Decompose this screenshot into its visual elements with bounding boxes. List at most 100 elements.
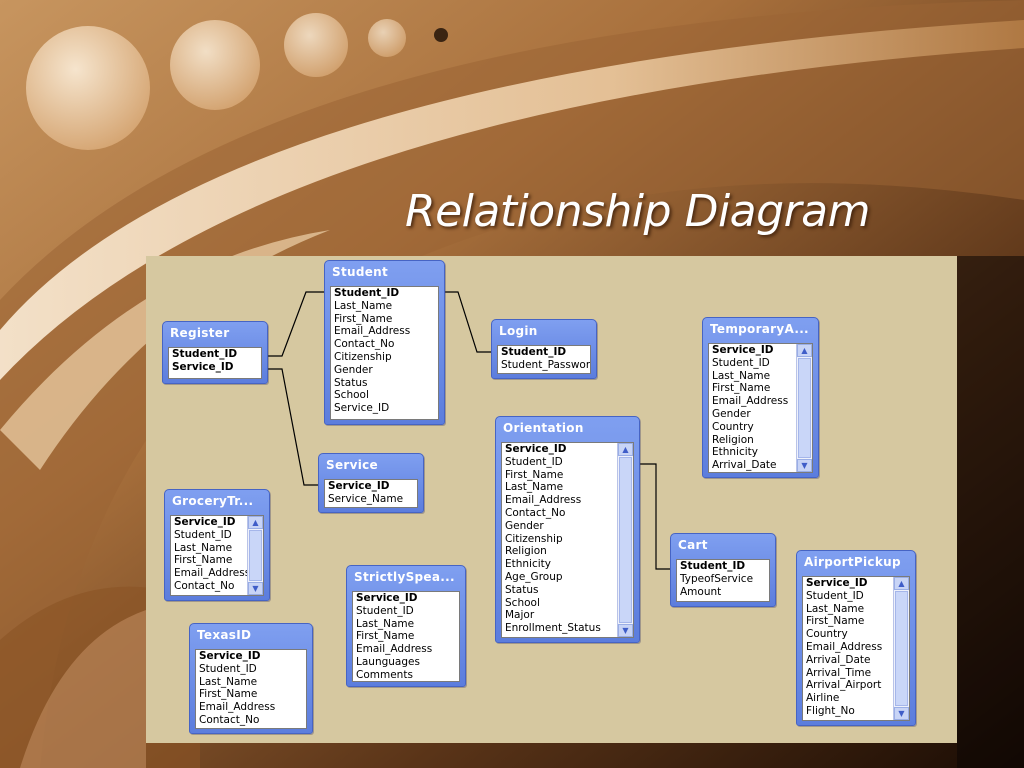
field-item[interactable]: Status: [505, 583, 539, 596]
field-item[interactable]: Student_ID: [712, 356, 770, 369]
scroll-down-icon[interactable]: ▼: [797, 459, 812, 472]
primary-key-field[interactable]: Service_ID: [505, 443, 567, 455]
field-item[interactable]: Last_Name: [199, 675, 258, 688]
primary-key-field[interactable]: Service_ID: [806, 577, 868, 589]
field-item[interactable]: Status: [334, 376, 368, 389]
field-item[interactable]: Student_Passwor: [501, 358, 590, 371]
field-item[interactable]: First_Name: [806, 615, 865, 628]
scroll-thumb[interactable]: [895, 591, 908, 706]
primary-key-field[interactable]: Service_ID: [712, 344, 774, 356]
field-item[interactable]: Last_Name: [356, 617, 415, 630]
field-item[interactable]: Contact_No: [334, 338, 395, 351]
field-item[interactable]: Ethnicity: [505, 558, 551, 571]
field-item[interactable]: Contact_No: [174, 579, 235, 592]
scroll-thumb[interactable]: [619, 457, 632, 623]
field-item[interactable]: Service_Name: [328, 492, 404, 505]
primary-key-field[interactable]: Student_ID: [501, 346, 567, 358]
field-item[interactable]: Student_ID: [806, 589, 864, 602]
scroll-down-icon[interactable]: ▼: [618, 624, 633, 637]
field-item[interactable]: Flight_No: [806, 704, 855, 717]
field-item[interactable]: Comments: [356, 668, 413, 681]
field-list-scrollbar[interactable]: ▲▼: [617, 443, 633, 637]
field-item[interactable]: Citizenship: [505, 532, 563, 545]
field-item[interactable]: Country: [806, 628, 848, 641]
field-item[interactable]: Amount: [680, 585, 722, 598]
field-item[interactable]: Arrival_Airport: [806, 679, 882, 692]
field-item[interactable]: School: [334, 389, 369, 402]
field-item[interactable]: Arrival_Date: [806, 653, 871, 666]
field-item[interactable]: First_Name: [505, 468, 564, 481]
field-item[interactable]: Gender: [712, 407, 751, 420]
field-item[interactable]: Launguages: [356, 655, 420, 668]
primary-key-field[interactable]: Student_ID: [680, 560, 746, 572]
field-item[interactable]: Email_Address: [806, 640, 883, 653]
field-item[interactable]: Student_ID: [505, 455, 563, 468]
field-item[interactable]: Student_ID: [174, 528, 232, 541]
field-item[interactable]: Gender: [505, 519, 544, 532]
primary-key-field[interactable]: Student_ID: [334, 287, 400, 299]
field-item[interactable]: Email_Address: [174, 567, 247, 580]
field-item[interactable]: Student_ID: [199, 662, 257, 675]
field-list-scrollbar[interactable]: ▲▼: [893, 577, 909, 720]
scroll-up-icon[interactable]: ▲: [797, 344, 812, 357]
field-item[interactable]: Email_Address: [334, 325, 411, 338]
field-item[interactable]: First_Name: [356, 630, 415, 643]
scroll-up-icon[interactable]: ▲: [618, 443, 633, 456]
field-item[interactable]: Major: [505, 609, 535, 622]
field-item[interactable]: Contact_No: [505, 506, 566, 519]
field-item[interactable]: Country: [712, 420, 754, 433]
field-item[interactable]: Last_Name: [174, 541, 233, 554]
field-item[interactable]: Airline: [806, 692, 840, 705]
field-item[interactable]: First_Name: [199, 688, 258, 701]
field-item[interactable]: Last_Name: [505, 481, 564, 494]
field-item[interactable]: Email_Address: [712, 395, 789, 408]
field-item[interactable]: Gender: [334, 363, 373, 376]
field-item[interactable]: Ethnicity: [712, 446, 758, 459]
field-item[interactable]: First_Name: [174, 554, 233, 567]
field-item[interactable]: Last_Name: [712, 369, 771, 382]
field-item[interactable]: Arrival_Date: [712, 459, 777, 472]
field-list-scrollbar[interactable]: ▲▼: [247, 516, 263, 595]
field-item[interactable]: Religion: [505, 545, 547, 558]
field-item[interactable]: School: [505, 596, 540, 609]
field-item[interactable]: Citizenship: [334, 350, 392, 363]
scroll-thumb[interactable]: [798, 358, 811, 458]
field-item[interactable]: Service_ID: [334, 402, 390, 415]
scroll-thumb[interactable]: [249, 530, 262, 581]
primary-key-field[interactable]: Student_ID: [172, 348, 238, 360]
field-item[interactable]: Last_Name: [334, 299, 393, 312]
scroll-down-icon[interactable]: ▼: [248, 582, 263, 595]
field-item[interactable]: First_Name: [334, 312, 393, 325]
primary-key-field[interactable]: Service_ID: [356, 592, 418, 604]
field-item[interactable]: Religion: [712, 433, 754, 446]
field-item[interactable]: Email_Address: [199, 701, 276, 714]
field-item[interactable]: Contact_No: [199, 713, 260, 726]
field-list-scrollbar[interactable]: ▲▼: [796, 344, 812, 472]
primary-key-field[interactable]: Service_ID: [199, 650, 261, 662]
field-item[interactable]: Student_ID: [356, 604, 414, 617]
field-item[interactable]: TypeofService: [680, 572, 754, 585]
primary-key-field[interactable]: Service_ID: [328, 480, 390, 492]
field-item[interactable]: Age_Group: [505, 570, 563, 583]
primary-key-field[interactable]: Service_ID: [172, 360, 234, 373]
field-item[interactable]: Arrival_Time: [806, 666, 872, 679]
field-item[interactable]: Enrollment_Status: [505, 622, 601, 635]
